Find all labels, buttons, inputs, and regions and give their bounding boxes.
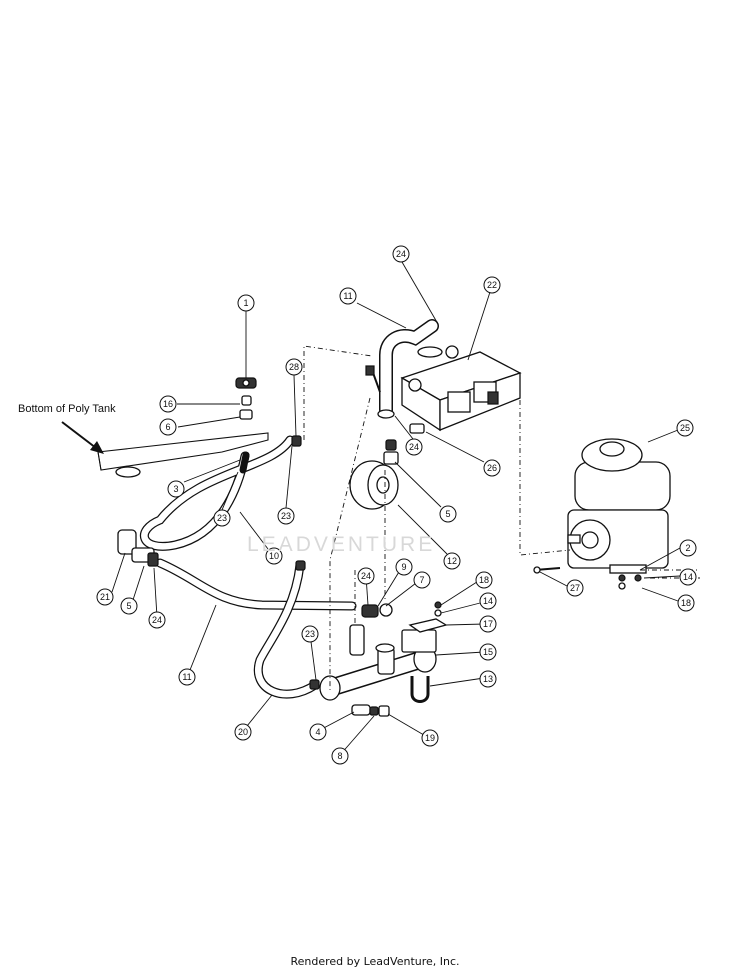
- u-bolt-13: [410, 676, 430, 703]
- pump-lever: [365, 365, 381, 393]
- svg-text:22: 22: [487, 280, 497, 290]
- callout-15: 15: [479, 643, 497, 661]
- hose-11-bottom: [155, 558, 357, 611]
- pipe-11-top: [377, 319, 443, 419]
- callout-28: 28: [285, 358, 303, 376]
- svg-text:15: 15: [483, 647, 493, 657]
- callout-7: 7: [413, 571, 431, 589]
- svg-text:7: 7: [419, 575, 424, 585]
- svg-text:5: 5: [126, 601, 131, 611]
- callout-20: 20: [234, 723, 252, 741]
- svg-text:23: 23: [217, 513, 227, 523]
- svg-text:3: 3: [173, 484, 178, 494]
- svg-text:14: 14: [683, 572, 693, 582]
- svg-text:16: 16: [163, 399, 173, 409]
- engine-25: [567, 438, 671, 574]
- tank-arrow: [61, 421, 104, 454]
- callout-19: 19: [421, 729, 439, 747]
- svg-text:20: 20: [238, 727, 248, 737]
- svg-text:24: 24: [152, 615, 162, 625]
- callout-24-b: 24: [405, 438, 423, 456]
- poly-tank-bottom: [97, 432, 269, 478]
- callout-23-c: 23: [301, 625, 319, 643]
- footer-credit: Rendered by LeadVenture, Inc.: [290, 955, 460, 968]
- callout-5-b: 5: [120, 597, 138, 615]
- elbow-fitting-21: [117, 529, 159, 567]
- svg-text:18: 18: [479, 575, 489, 585]
- callout-5-a: 5: [439, 505, 457, 523]
- callout-17: 17: [479, 615, 497, 633]
- svg-text:23: 23: [281, 511, 291, 521]
- svg-text:13: 13: [483, 674, 493, 684]
- callout-13: 13: [479, 670, 497, 688]
- tank-label: Bottom of Poly Tank: [18, 403, 116, 415]
- svg-text:18: 18: [681, 598, 691, 608]
- callout-2: 2: [679, 539, 697, 557]
- callout-8: 8: [331, 747, 349, 765]
- svg-text:12: 12: [447, 556, 457, 566]
- callout-24-c: 24: [148, 611, 166, 629]
- hose-connector-23: [239, 451, 250, 474]
- callout-1: 1: [237, 294, 255, 312]
- callout-9: 9: [395, 558, 413, 576]
- callout-10: 10: [265, 547, 283, 565]
- svg-text:24: 24: [396, 249, 406, 259]
- callout-18-a: 18: [677, 594, 695, 612]
- engine-hardware: [533, 566, 642, 590]
- callout-14-a: 14: [679, 568, 697, 586]
- svg-text:8: 8: [337, 751, 342, 761]
- callout-23-b: 23: [277, 507, 295, 525]
- svg-text:19: 19: [425, 733, 435, 743]
- callout-18-b: 18: [475, 571, 493, 589]
- svg-text:11: 11: [182, 672, 191, 682]
- svg-text:28: 28: [289, 362, 299, 372]
- callout-25: 25: [676, 419, 694, 437]
- svg-text:10: 10: [269, 551, 279, 561]
- callout-4: 4: [309, 723, 327, 741]
- svg-text:21: 21: [100, 592, 110, 602]
- callout-24-d: 24: [357, 567, 375, 585]
- callout-21: 21: [96, 588, 114, 606]
- hose-20: [253, 560, 320, 699]
- pump-assembly-22: [400, 345, 522, 432]
- svg-text:23: 23: [305, 629, 315, 639]
- valve-fitting-1: [235, 377, 257, 420]
- leader-lines: [111, 261, 681, 756]
- callout-27: 27: [566, 579, 584, 597]
- svg-text:5: 5: [445, 509, 450, 519]
- svg-text:14: 14: [483, 596, 493, 606]
- callout-12: 12: [443, 552, 461, 570]
- callout-22: 22: [483, 276, 501, 294]
- svg-text:4: 4: [315, 727, 320, 737]
- svg-text:1: 1: [243, 298, 248, 308]
- svg-text:17: 17: [483, 619, 493, 629]
- watermark: LEADVENTURE: [247, 533, 436, 556]
- hose-clamps: [291, 435, 320, 690]
- callout-26: 26: [483, 459, 501, 477]
- svg-text:9: 9: [401, 562, 406, 572]
- svg-text:26: 26: [487, 463, 497, 473]
- svg-text:2: 2: [685, 543, 690, 553]
- callout-24-a: 24: [392, 245, 410, 263]
- callout-11-a: 11: [339, 287, 357, 305]
- strainer-12: [349, 460, 399, 510]
- manifold-15: [319, 603, 437, 701]
- svg-text:24: 24: [361, 571, 371, 581]
- callout-23-a: 23: [213, 509, 231, 527]
- svg-text:25: 25: [680, 423, 690, 433]
- callout-6: 6: [159, 418, 177, 436]
- svg-text:27: 27: [570, 583, 580, 593]
- svg-text:24: 24: [409, 442, 419, 452]
- svg-text:11: 11: [343, 291, 352, 301]
- callout-11-b: 11: [178, 668, 196, 686]
- svg-text:6: 6: [165, 422, 170, 432]
- fitting-26: [383, 423, 425, 465]
- callout-14-b: 14: [479, 592, 497, 610]
- callout-3: 3: [167, 480, 185, 498]
- callout-16: 16: [159, 395, 177, 413]
